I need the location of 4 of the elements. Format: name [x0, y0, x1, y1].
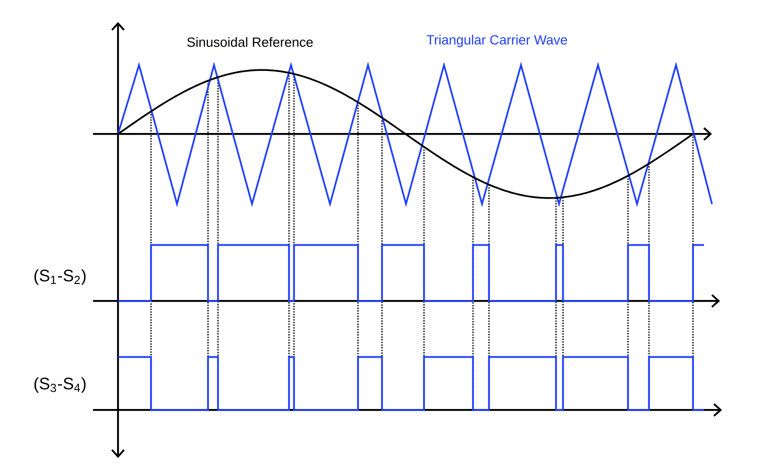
label-text: Triangular Carrier Wave [426, 34, 568, 48]
label-text: (S$_{1}$-S$_{2}$) [34, 269, 86, 285]
label-text: Sinusoidal Reference [187, 37, 313, 47]
label-text: (S$_{3}$-S$_{4}$) [34, 377, 86, 393]
